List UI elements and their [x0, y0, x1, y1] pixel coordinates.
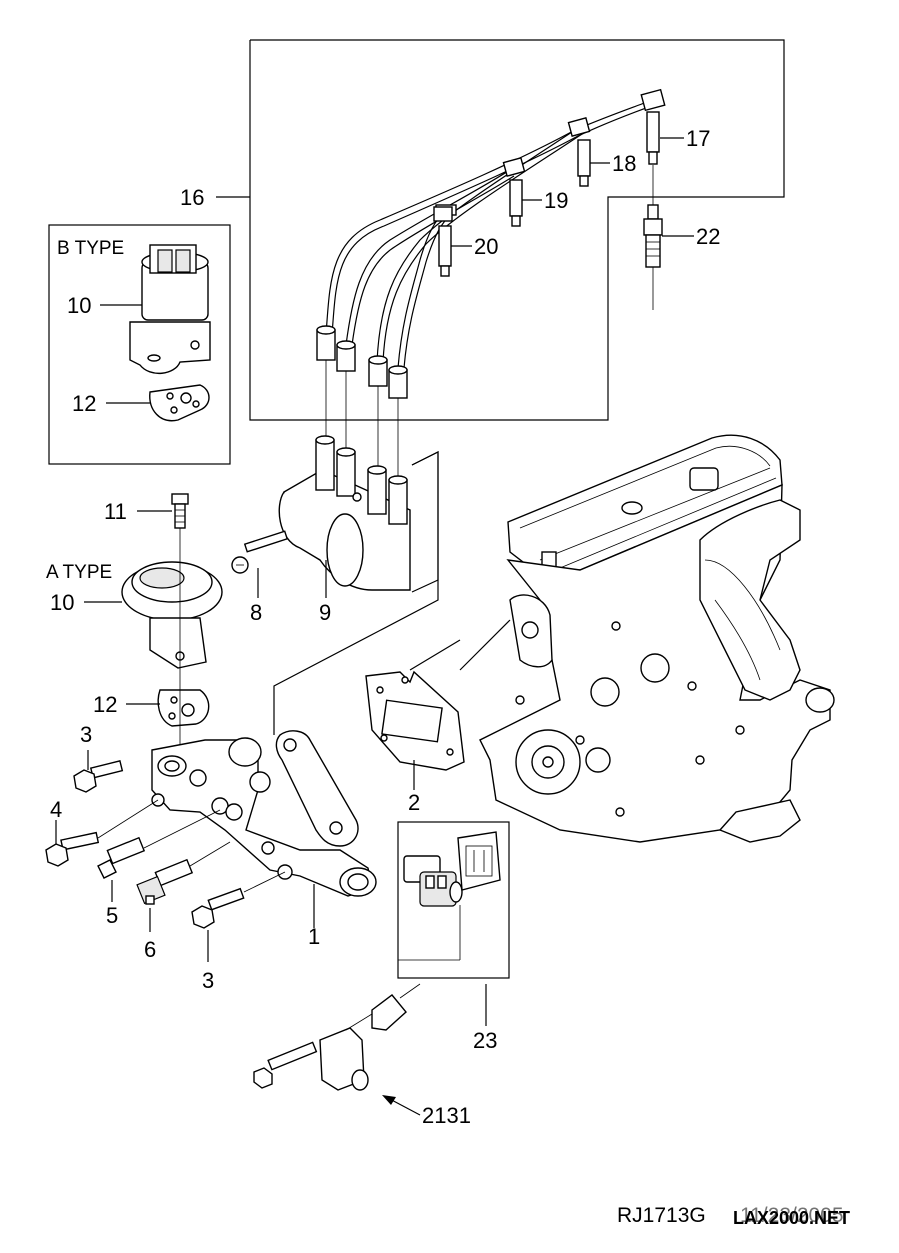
callout-3-lower: 3 — [202, 968, 214, 993]
callout-9: 9 — [319, 600, 331, 625]
ignition-coil — [278, 435, 439, 593]
callout-22: 22 — [696, 224, 720, 249]
egr-valve-b-type — [129, 244, 211, 374]
bolt-upper — [73, 760, 124, 793]
callout-3-upper: 3 — [80, 722, 92, 747]
callout-5: 5 — [106, 903, 118, 928]
b-type-label: B TYPE — [57, 238, 124, 259]
bolt-long — [45, 799, 159, 867]
egr-gasket-b-type — [149, 384, 210, 422]
leader-lines — [55, 137, 694, 1026]
plug-end-boots — [433, 88, 666, 277]
bolt-lower — [191, 871, 286, 929]
callout-11: 11 — [104, 499, 127, 524]
callout-19: 19 — [544, 188, 568, 213]
callout-1: 1 — [308, 924, 320, 949]
callout-12-a: 12 — [93, 692, 117, 717]
egr-mount-leader — [273, 451, 439, 735]
sensor-detail-box — [397, 821, 510, 979]
egr-bolt — [171, 493, 189, 560]
b-type-box — [48, 224, 231, 465]
map-sensor-assembly — [253, 983, 421, 1116]
housing-bracket — [275, 730, 359, 847]
egr-gasket-a-type — [157, 689, 210, 727]
a-type-label: A TYPE — [46, 562, 112, 583]
callout-17: 17 — [686, 126, 710, 151]
diagram-date: 11/23/2005 — [740, 1204, 844, 1227]
diagram-code: RJ1713G — [617, 1204, 706, 1227]
coil-bolt — [231, 530, 289, 574]
coil-end-boots — [316, 325, 408, 399]
callout-23: 23 — [473, 1028, 497, 1053]
callout-18: 18 — [612, 151, 636, 176]
engine-assembly — [409, 434, 835, 843]
temperature-sensor — [136, 841, 231, 905]
ignition-wire-set-box — [216, 39, 785, 421]
callout-2131: 2131 — [422, 1103, 471, 1128]
coil-alignment-lines — [325, 360, 399, 480]
callout-10-b: 10 — [67, 293, 91, 318]
spark-plug — [643, 165, 663, 310]
watermark: LAX2000.NET — [733, 1208, 850, 1228]
callout-4: 4 — [50, 797, 62, 822]
callout-10-a: 10 — [50, 590, 74, 615]
callout-20: 20 — [474, 234, 498, 259]
housing-gasket — [365, 670, 465, 771]
coolant-housing — [151, 737, 377, 897]
callout-6: 6 — [144, 937, 156, 962]
sensor-detail — [398, 831, 501, 961]
callout-12-b: 12 — [72, 391, 96, 416]
temperature-sender — [97, 809, 221, 879]
egr-valve-a-type — [121, 561, 223, 669]
callout-16: 16 — [180, 185, 204, 210]
callout-2: 2 — [408, 790, 420, 815]
callout-8: 8 — [250, 600, 262, 625]
